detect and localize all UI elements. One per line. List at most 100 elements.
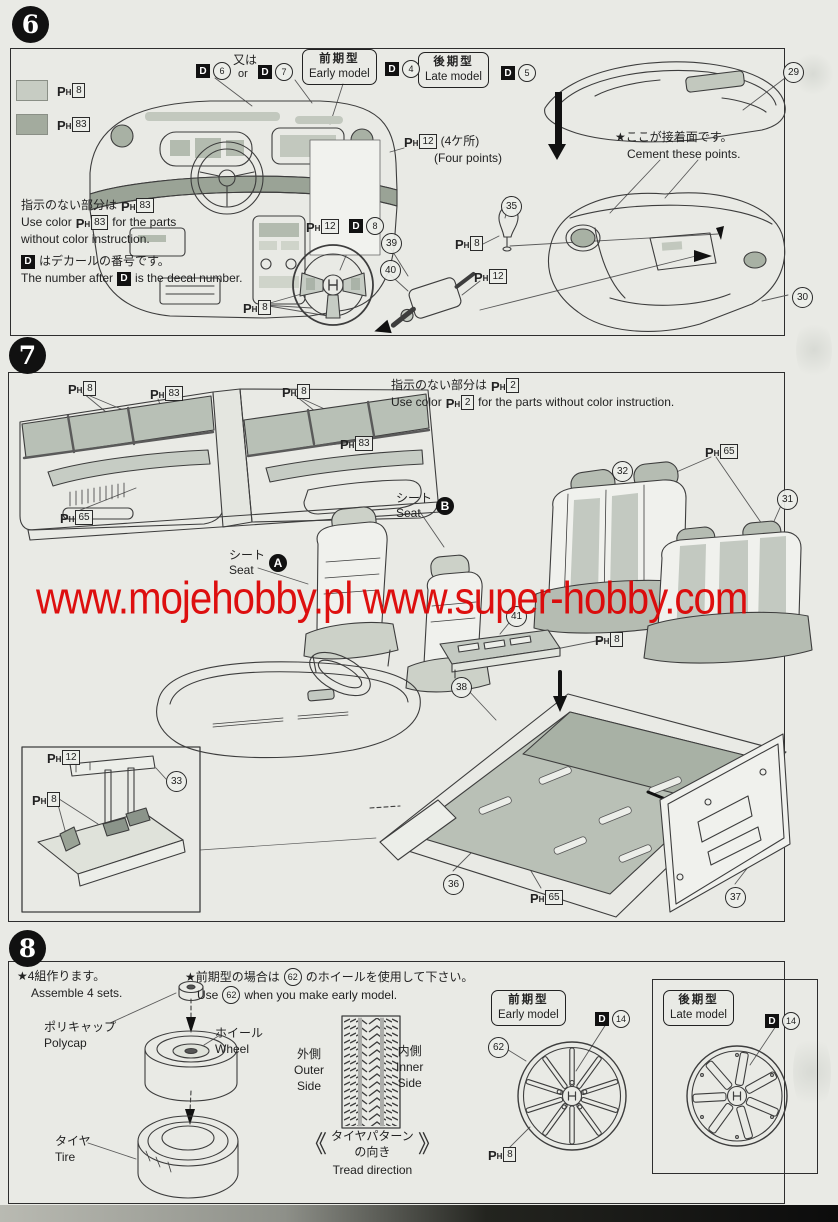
watermark: www.mojehobby.pl www.super-hobby.com <box>36 573 748 624</box>
four-points-jp: (4ケ所) <box>440 134 480 148</box>
cement-note-en: Cement these points. <box>627 146 741 161</box>
seat-b-label: シート Seat B <box>396 491 455 521</box>
late-model-box: 後期型 Late model <box>663 990 734 1026</box>
part-number-29: 29 <box>783 62 804 83</box>
inner-side-jp: 内側 <box>397 1044 422 1058</box>
part-number-62: 62 <box>222 986 241 1004</box>
late-model-en: Late model <box>425 70 482 83</box>
four-points-en: (Four points) <box>434 150 503 165</box>
part-number-32: 32 <box>612 461 633 482</box>
step-number-8: 8 <box>9 930 46 967</box>
early-wheel-note-jp1: ★前期型の場合は <box>185 969 280 984</box>
late-model-wheel-frame <box>652 979 818 1174</box>
color-note-jp: 指示のない部分は <box>21 198 118 212</box>
decal-badge: D <box>21 254 35 269</box>
outer-side-en2: Side <box>296 1079 322 1094</box>
polycap-label-en: Polycap <box>44 1036 87 1051</box>
tire-label-jp: タイヤ <box>55 1134 91 1148</box>
color-note-en2: for the parts without color instruction. <box>478 394 675 409</box>
step6-illustration <box>89 61 789 334</box>
seat-b-badge: B <box>436 497 455 515</box>
outer-side-jp: 外側 <box>297 1047 322 1061</box>
seat-label-jp: シート <box>229 548 266 562</box>
tread-jp1: タイヤパターン <box>331 1129 414 1143</box>
tread-jp2: の向き <box>354 1144 391 1159</box>
wheel-label: ホイール Wheel <box>215 1025 263 1057</box>
paint-swatch <box>16 114 48 135</box>
part-number-40: 40 <box>380 260 401 281</box>
color-note-en1: Use color <box>21 214 72 229</box>
assemble-note-en: Assemble 4 sets. <box>31 985 123 1000</box>
early-wheel-note-en1: Use <box>197 987 219 1002</box>
late-model-jp: 後期型 <box>433 56 474 68</box>
decal-badge: D <box>117 271 132 286</box>
late-model-jp: 後期型 <box>678 994 719 1006</box>
step-number-7: 7 <box>9 337 46 374</box>
early-model-jp: 前期型 <box>508 994 549 1006</box>
scan-ghosting <box>793 1030 831 1114</box>
seat-label-jp: シート <box>396 491 433 505</box>
part-number-62: 62 <box>283 968 302 986</box>
early-model-en: Early model <box>309 67 370 80</box>
assemble-note-jp: ★4組作ります。 <box>17 969 106 983</box>
seat-label-en: Seat <box>229 563 254 577</box>
cement-note-jp: ★ここが接着面です。 <box>615 130 733 144</box>
color-note-en1: Use color <box>391 394 442 409</box>
late-model-box: 後期型 Late model <box>418 52 489 88</box>
part-number-31: 31 <box>777 489 798 510</box>
step-number-6: 6 <box>12 6 49 43</box>
seat-a-label: シート Seat A <box>229 548 288 578</box>
outer-side-label: 外側 Outer Side <box>294 1046 324 1095</box>
seat-a-badge: A <box>269 554 288 572</box>
decal-note-en1: The number after <box>21 271 114 286</box>
late-model-en: Late model <box>670 1008 727 1021</box>
scan-ghosting <box>796 318 832 382</box>
tire-label-en: Tire <box>55 1150 76 1165</box>
early-model-jp: 前期型 <box>319 53 360 65</box>
decal-note-jp: はデカールの番号です。 <box>39 254 170 269</box>
part-number-30: 30 <box>792 287 813 308</box>
polycap-label: ポリキャップ Polycap <box>44 1019 116 1051</box>
polycap-label-jp: ポリキャップ <box>44 1020 117 1034</box>
wheel-label-jp: ホイール <box>215 1026 264 1040</box>
early-model-box: 前期型 Early model <box>302 49 377 85</box>
color-note-jp: 指示のない部分は <box>391 378 488 392</box>
step7-illustration <box>19 388 813 918</box>
early-model-en: Early model <box>498 1008 559 1021</box>
part-number-39: 39 <box>381 233 402 254</box>
early-wheel-note: ★前期型の場合は 62 のホイールを使用して下さい。 Use 62 when y… <box>185 968 473 1004</box>
tread-en: Tread direction <box>332 1163 413 1178</box>
step8-illustration <box>87 980 788 1199</box>
page-bottom-edge <box>0 1205 838 1222</box>
part-number-41: 41 <box>506 606 527 627</box>
seat-label-en: Seat <box>396 506 421 520</box>
early-wheel-note-jp2: のホイールを使用して下さい。 <box>305 969 474 984</box>
or-label-en: or <box>238 68 248 80</box>
part-number-62: 62 <box>488 1037 509 1058</box>
early-model-box: 前期型 Early model <box>491 990 566 1026</box>
inner-side-label: 内側 Inner Side <box>396 1043 423 1092</box>
step6-frame <box>10 48 785 336</box>
